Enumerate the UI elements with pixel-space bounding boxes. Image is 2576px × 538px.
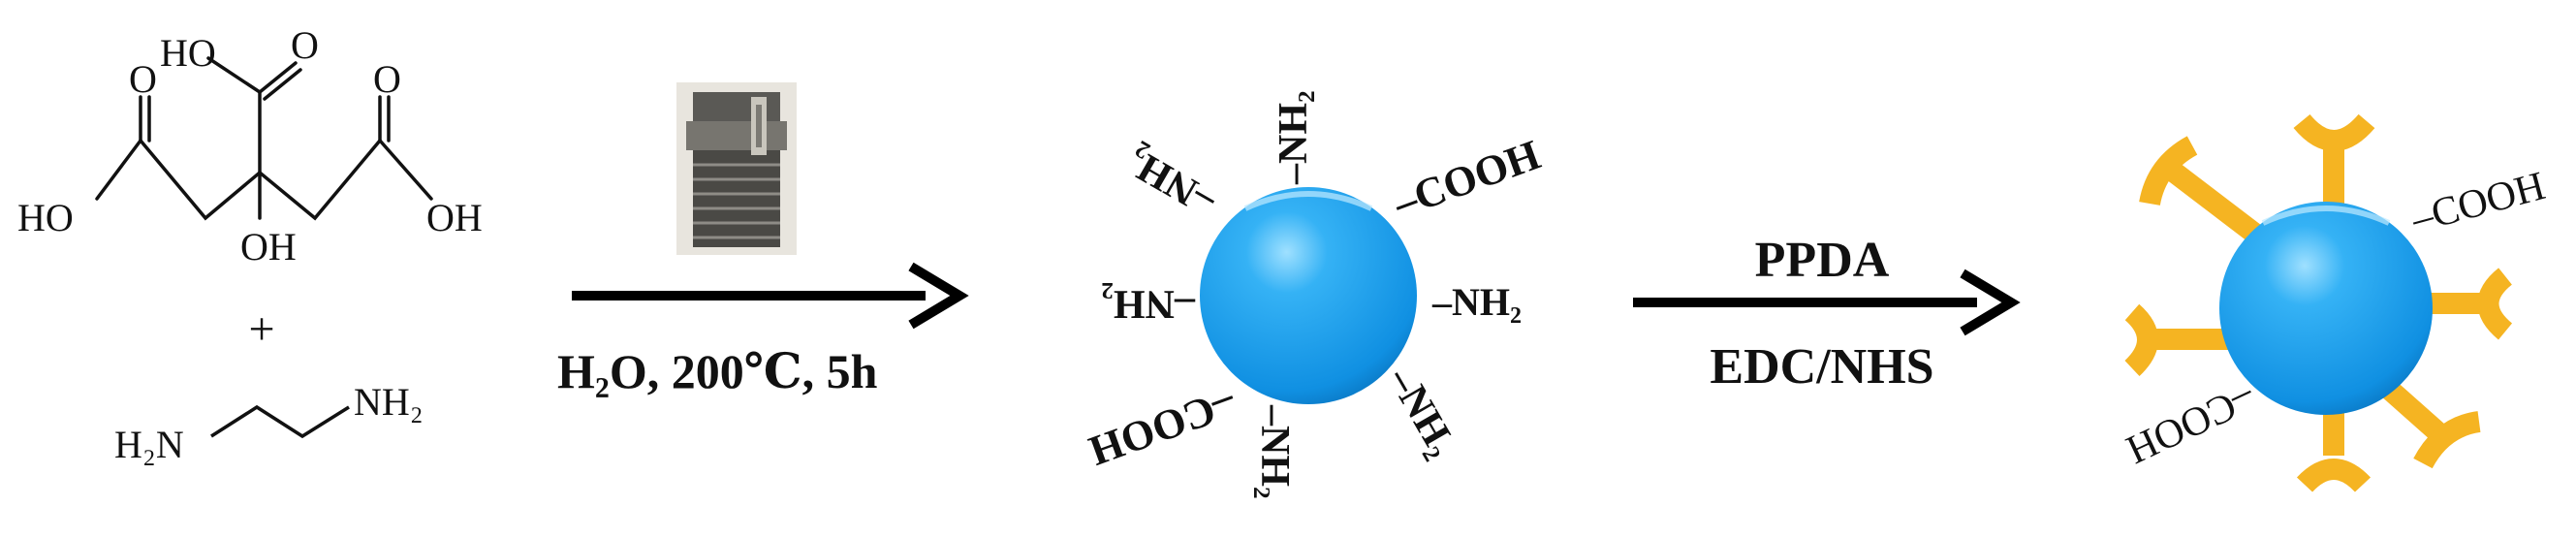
plus-sign: +: [248, 303, 274, 355]
step2-reagent: PPDA: [1755, 233, 1890, 288]
cd-nh2-bottom: –NH₂: [1252, 404, 1297, 499]
functionalized-carbon-dot: –COOH –COOH: [2120, 113, 2550, 492]
step2-coupling: EDC/NHS: [1710, 339, 1933, 395]
edamine-nh2: NH₂: [354, 380, 424, 424]
cd-nh2-bottomright: –NH₂: [1379, 360, 1465, 464]
fd-cooh-right: –COOH: [2406, 164, 2550, 242]
citric-acid-structure: HO O O O HO OH OH: [17, 23, 483, 269]
step1-condition: H₂O, 200℃, 5h: [557, 344, 878, 398]
ethylenediamine-structure: H₂N NH₂: [114, 380, 424, 466]
edamine-h2n: H₂N: [114, 423, 184, 466]
reaction-arrow-1: [572, 262, 969, 330]
citric-o-top: O: [291, 23, 319, 67]
reaction-arrow-2: [1633, 269, 2021, 336]
functionalized-dot-sphere: [2219, 202, 2433, 415]
citric-ho-top: HO: [160, 31, 216, 75]
cd-nh2-left: –NH₂: [1101, 281, 1196, 326]
autoclave-icon: [676, 82, 797, 255]
cd-cooh-right: –COOH: [1387, 131, 1547, 228]
citric-ho-left: HO: [17, 196, 74, 239]
citric-oh-right: OH: [426, 196, 483, 239]
cd-nh2-topleft: –NH₂: [1119, 139, 1224, 225]
carbon-dot-sphere: [1200, 187, 1417, 404]
citric-o-left: O: [129, 57, 157, 101]
fd-cooh-left: –COOH: [2120, 374, 2262, 472]
citric-oh-center: OH: [240, 225, 297, 269]
cd-nh2-right: –NH₂: [1431, 280, 1522, 324]
citric-o-right: O: [373, 57, 401, 101]
carbon-dot: –NH₂ –NH₂ –COOH –NH₂ –NH₂ –COOH –NH₂ –NH…: [1084, 90, 1547, 498]
cd-nh2-top: –NH₂: [1272, 90, 1316, 185]
cd-cooh-bottomleft: –COOH: [1084, 378, 1243, 475]
